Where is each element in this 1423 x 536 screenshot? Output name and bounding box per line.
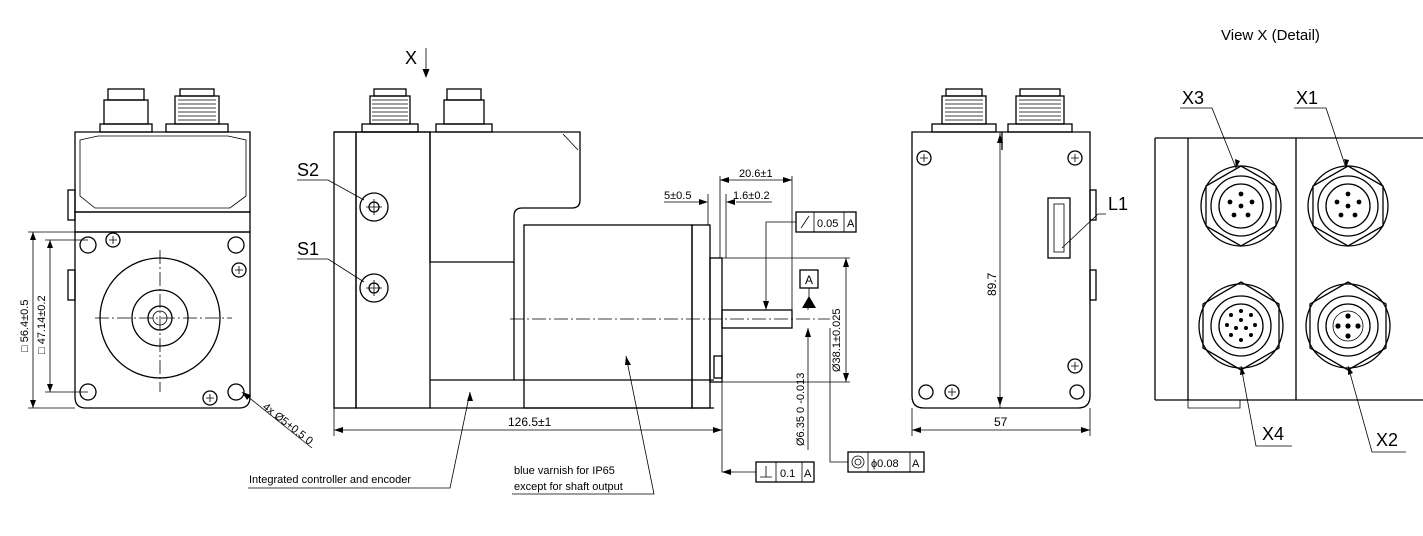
tolerance-concentric-datum: A xyxy=(912,458,920,470)
dim-pilot: Ø38.1±0.025 xyxy=(831,308,843,372)
rear-screw-2 xyxy=(1067,150,1083,166)
dim-holes: 4x Ø5+0.5 0 xyxy=(260,401,315,448)
dim-square-outer: □ 56.4±0.5 xyxy=(19,300,31,352)
dim-shaft-length: 20.6±1 xyxy=(739,168,773,180)
front-connector-left xyxy=(99,88,153,133)
rear-screw-1 xyxy=(916,150,932,166)
front-view: □ 56.4±0.5 □ 47.14±0.2 4x Ø5+0.5 0 xyxy=(19,88,315,449)
dim-flange: 5±0.5 xyxy=(664,190,691,202)
rear-screw-4 xyxy=(944,384,960,400)
detail-view: View X (Detail) xyxy=(1154,27,1423,453)
connector-x4-label: X4 xyxy=(1262,424,1284,444)
datum-a-label: A xyxy=(805,273,813,287)
side-connector-left xyxy=(361,88,419,133)
tolerance-runout-datum: A xyxy=(847,218,855,230)
dim-width: 57 xyxy=(994,415,1008,429)
dim-square-inner: □ 47.14±0.2 xyxy=(36,295,48,354)
rear-connector-left xyxy=(931,88,997,133)
dim-shaft: Ø6.35 0 -0.013 xyxy=(795,373,807,446)
connector-x3-label: X3 xyxy=(1182,88,1204,108)
front-screw-2 xyxy=(231,262,247,278)
dim-step: 1.6±0.2 xyxy=(733,190,770,202)
tolerance-runout-value: 0.05 xyxy=(817,218,838,230)
dim-length: 126.5±1 xyxy=(508,415,552,429)
front-screw-3 xyxy=(202,390,218,406)
dim-height: 89.7 xyxy=(985,272,999,296)
rear-view: L1 89.7 57 xyxy=(911,88,1128,436)
connector-x2 xyxy=(1305,281,1391,371)
note-varnish-2: except for shaft output xyxy=(514,481,623,493)
connector-x1 xyxy=(1307,165,1389,247)
tolerance-perpendicular-value: 0.1 xyxy=(780,468,795,480)
switch-s1-label: S1 xyxy=(297,239,319,259)
connector-x3 xyxy=(1200,165,1282,247)
switch-s2-label: S2 xyxy=(297,160,319,180)
view-marker: X xyxy=(405,48,417,68)
note-varnish-1: blue varnish for IP65 xyxy=(514,465,615,477)
connector-x2-label: X2 xyxy=(1376,430,1398,450)
datum-a: A xyxy=(799,269,819,308)
note-controller: Integrated controller and encoder xyxy=(249,474,411,486)
led-l1 xyxy=(1047,197,1071,259)
connector-x4 xyxy=(1198,281,1284,371)
tolerance-runout: 0.05 A xyxy=(795,211,857,233)
led-l1-label: L1 xyxy=(1108,194,1128,214)
switch-s1 xyxy=(359,273,389,303)
connector-x1-label: X1 xyxy=(1296,88,1318,108)
rear-screw-3 xyxy=(1067,358,1083,374)
rear-connector-right xyxy=(1007,88,1073,133)
front-screw-1 xyxy=(105,232,121,248)
tolerance-perpendicular: 0.1 A xyxy=(755,461,815,483)
tolerance-concentric: ϕ0.08 A xyxy=(847,451,925,473)
detail-view-title: View X (Detail) xyxy=(1221,27,1320,44)
side-view: X xyxy=(248,48,925,495)
switch-s2 xyxy=(359,192,389,222)
front-connector-right xyxy=(165,88,229,133)
tolerance-perpendicular-datum: A xyxy=(804,468,812,480)
side-connector-right xyxy=(435,88,493,133)
tolerance-concentric-value: ϕ0.08 xyxy=(871,458,899,470)
